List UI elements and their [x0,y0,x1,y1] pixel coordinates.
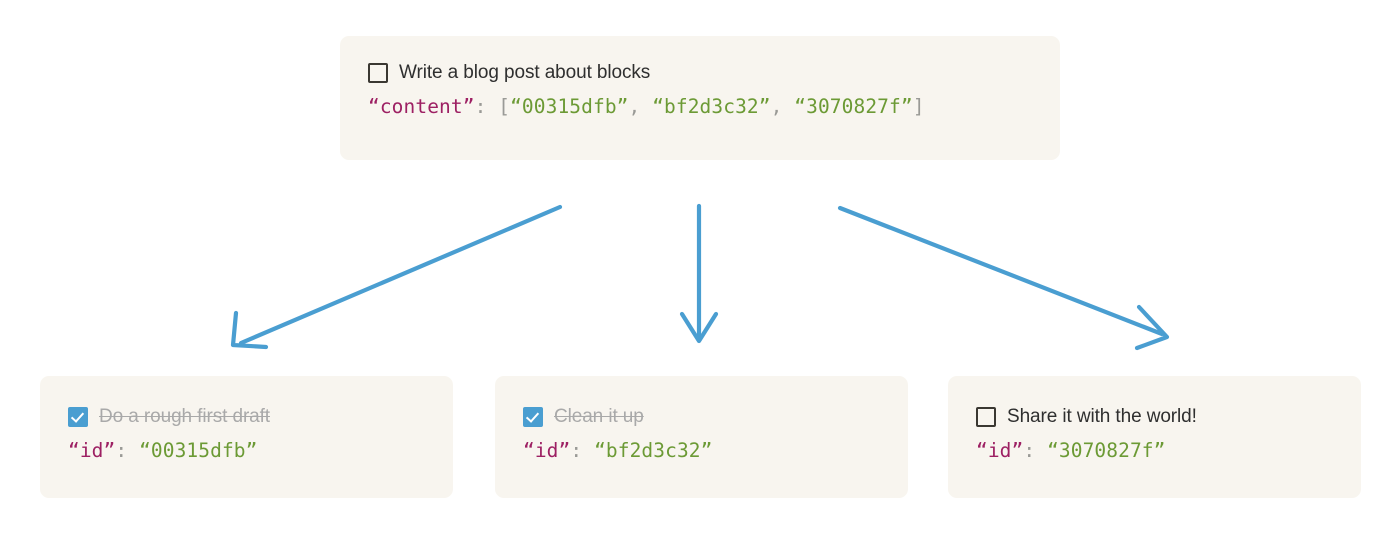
code-key: “content” [368,95,475,118]
arrow-to-third-child [837,205,1170,351]
child-todo-row-3[interactable]: Share it with the world! [976,404,1333,430]
code-colon: : [115,439,140,462]
root-todo-row[interactable]: Write a blog post about blocks [368,60,1032,86]
checkbox-unchecked-icon[interactable] [976,407,996,427]
root-todo-label: Write a blog post about blocks [399,62,651,83]
root-code-line: “content”: [“00315dfb”, “bf2d3c32”, “307… [368,95,1032,118]
child-code-line-3: “id”: “3070827f” [976,439,1333,462]
code-colon: : [1023,439,1048,462]
code-close-bracket: ] [912,95,925,118]
code-value-3: “3070827f” [794,95,913,118]
code-value-2: “bf2d3c32” [652,95,771,118]
checkbox-checked-icon[interactable] [68,407,88,427]
child-todo-label-1: Do a rough first draft [99,406,270,427]
code-colon: : [474,95,499,118]
arrow-to-second-child [679,203,719,344]
checkbox-unchecked-icon[interactable] [368,63,388,83]
code-value-1: “00315dfb” [510,95,629,118]
code-value: “bf2d3c32” [594,439,713,462]
child-todo-row-1[interactable]: Do a rough first draft [68,404,425,430]
child-code-line-1: “id”: “00315dfb” [68,439,425,462]
code-colon: : [570,439,595,462]
child-code-line-2: “id”: “bf2d3c32” [523,439,880,462]
code-value: “3070827f” [1047,439,1166,462]
code-key: “id” [523,439,571,462]
child-block-card-3[interactable]: Share it with the world! “id”: “3070827f… [948,376,1361,498]
code-key: “id” [68,439,116,462]
child-block-card-1[interactable]: Do a rough first draft “id”: “00315dfb” [40,376,453,498]
child-todo-label-3: Share it with the world! [1007,406,1197,427]
child-block-card-2[interactable]: Clean it up “id”: “bf2d3c32” [495,376,908,498]
arrow-to-first-child [230,204,563,350]
root-block-card[interactable]: Write a blog post about blocks “content”… [340,36,1060,160]
code-separator-2: , [770,95,795,118]
code-value: “00315dfb” [139,439,258,462]
code-open-bracket: [ [498,95,511,118]
child-todo-row-2[interactable]: Clean it up [523,404,880,430]
code-separator-1: , [628,95,653,118]
code-key: “id” [976,439,1024,462]
child-todo-label-2: Clean it up [554,406,644,427]
checkbox-checked-icon[interactable] [523,407,543,427]
